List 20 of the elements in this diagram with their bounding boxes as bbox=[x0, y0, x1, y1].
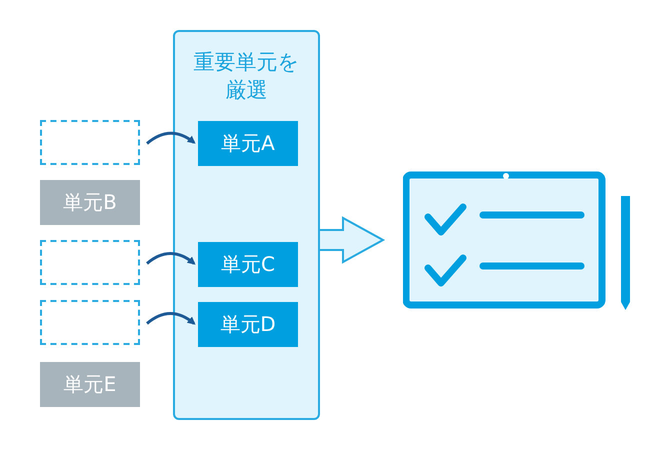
empty-dashed-box bbox=[40, 240, 140, 285]
unit-box bbox=[198, 302, 298, 347]
curved-arrow bbox=[146, 312, 196, 325]
selection-panel bbox=[173, 30, 320, 420]
unit-box bbox=[40, 180, 140, 225]
panel-heading: 重要単元を厳選 bbox=[192, 49, 300, 104]
unit-label: 単元A bbox=[221, 130, 275, 157]
unit-label: 単元C bbox=[221, 251, 275, 278]
unit-box bbox=[198, 121, 298, 166]
unit-label: 単元D bbox=[220, 311, 276, 338]
block-arrow bbox=[319, 216, 386, 264]
unit-box bbox=[198, 242, 298, 287]
unit-label: 単元E bbox=[64, 371, 116, 398]
unit-box bbox=[40, 362, 140, 407]
curved-arrow bbox=[146, 132, 196, 145]
unit-label: 単元B bbox=[63, 189, 117, 216]
empty-dashed-box bbox=[40, 120, 140, 165]
tablet-drawing bbox=[403, 170, 633, 310]
empty-dashed-box bbox=[40, 300, 140, 345]
curved-arrow bbox=[146, 252, 196, 265]
